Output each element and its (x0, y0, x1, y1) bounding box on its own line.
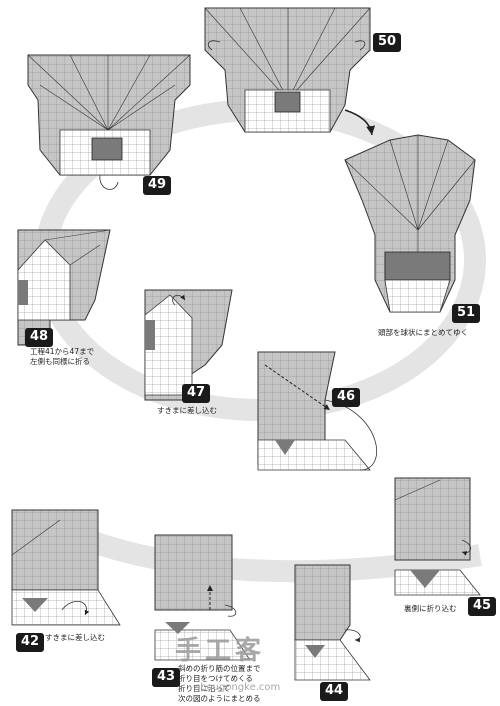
step-43-figure (154, 534, 251, 661)
step-badge-51: 51 (452, 304, 481, 323)
watermark-url: shougongke.com (195, 682, 281, 693)
step-46-figure (257, 351, 377, 471)
arrow-50-to-51 (344, 109, 376, 136)
step-47-figure (144, 289, 233, 401)
step-51-caption: 頭部を球状にまとめてゆく (378, 328, 468, 337)
step-badge-45: 45 (468, 597, 497, 616)
step-badge-46: 46 (332, 388, 361, 407)
step-badge-49: 49 (143, 176, 172, 195)
step-43-caption: 斜めの折り筋の位置まで 折り目をつけてめくる 折り目に沿って 次の図のようにまと… (178, 664, 261, 703)
step-50-figure (204, 7, 371, 133)
step-42-caption: すきまに差し込む (45, 633, 105, 642)
step-47-caption: すきまに差し込む (157, 406, 217, 415)
step-badge-48: 48 (25, 328, 54, 347)
step-49-figure (27, 54, 191, 190)
step-45-figure (394, 477, 481, 596)
watermark-logo: 手工客 (175, 636, 266, 666)
step-badge-43: 43 (152, 668, 181, 687)
step-45-caption: 裏側に折り込む (404, 604, 457, 613)
step-44-figure (294, 564, 371, 681)
step-51-figure (344, 134, 476, 313)
step-48-figure (17, 229, 111, 346)
step-badge-44: 44 (320, 682, 349, 701)
step-badge-42: 42 (16, 633, 45, 652)
step-badge-50: 50 (373, 33, 402, 52)
step-badge-47: 47 (182, 384, 211, 403)
step-48-caption: 工程41から47まで 左側も同様に折る (30, 347, 95, 366)
step-42-figure (11, 509, 121, 626)
